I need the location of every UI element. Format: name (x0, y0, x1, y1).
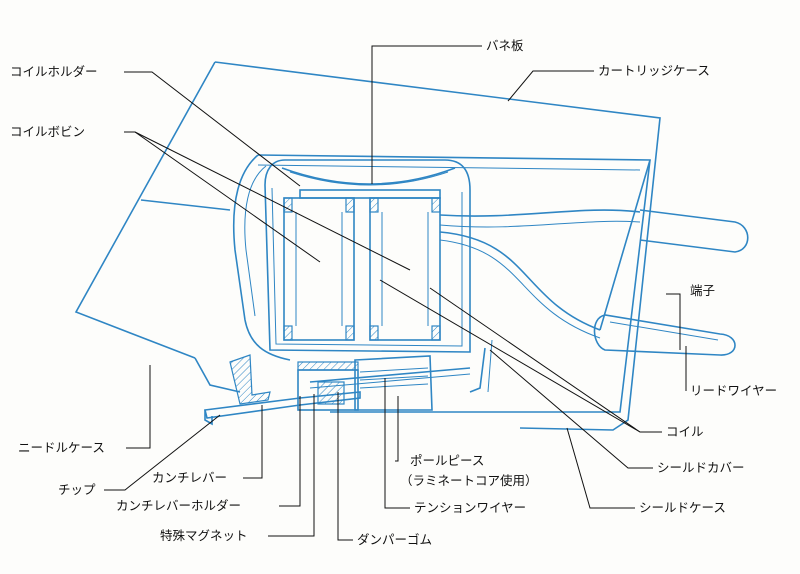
label-coil-bobbin: コイルボビン (10, 124, 86, 139)
label-chip: チップ (58, 482, 96, 497)
shield-cover-outline (264, 159, 493, 393)
pole-piece-shape (354, 355, 433, 411)
lower-terminal-pin (593, 314, 736, 356)
label-lead-wire: リードワイヤー (690, 383, 778, 398)
cantilever-holder-shape (229, 354, 271, 405)
label-cantilever: カンチレバー (152, 470, 228, 485)
label-tension-wire: テンションワイヤー (414, 500, 527, 515)
cartridge-case-outline (74, 61, 661, 431)
shield-case-outline (232, 154, 651, 413)
label-shield-cover: シールドカバー (657, 460, 745, 475)
label-cartridge-case: カートリッジケース (598, 63, 710, 78)
label-terminal: 端子 (690, 283, 716, 298)
coil-bobbin-left (283, 197, 355, 341)
leader-lines (104, 45, 687, 541)
stylus-chip-shape (204, 410, 213, 426)
label-cantilever-holder: カンチレバーホルダー (116, 498, 242, 513)
lead-wires (439, 209, 641, 339)
coil-bobbin-right (369, 197, 441, 341)
label-shield-case: シールドケース (639, 500, 726, 515)
label-spring-plate: バネ板 (486, 38, 524, 53)
upper-terminal-pin (639, 209, 749, 253)
label-special-magnet: 特殊マグネット (160, 528, 248, 543)
label-coil: コイル (666, 424, 704, 439)
label-damper-rubber: ダンパーゴム (357, 532, 433, 547)
label-pole-piece: ポールピース (410, 453, 485, 468)
spring-plate-shape (281, 167, 456, 199)
label-needle-case: ニードルケース (18, 440, 105, 455)
label-coil-holder: コイルホルダー (10, 64, 98, 79)
label-pole-piece-note: （ラミネートコア使用） (400, 473, 538, 488)
special-magnet-shape (297, 361, 359, 411)
